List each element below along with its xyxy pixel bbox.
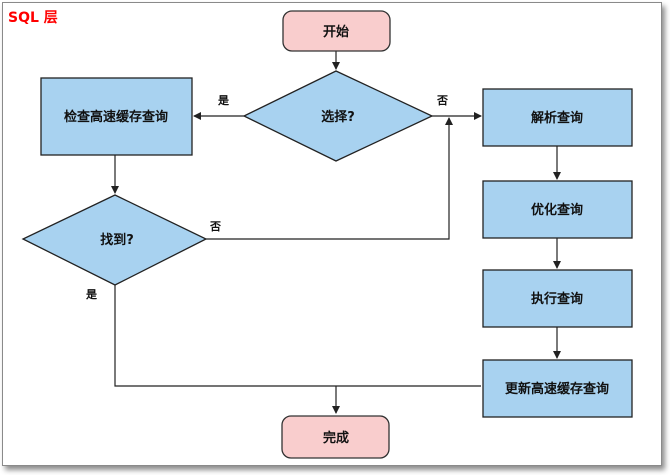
choose-decision: 选择?	[242, 70, 434, 162]
arrow-found-no-to-parse	[206, 117, 453, 240]
execute-label: 执行查询	[531, 291, 583, 307]
done-label: 完成	[323, 430, 349, 446]
line-found-yes-to-done	[114, 285, 481, 387]
update-cache-label: 更新高速缓存查询	[505, 381, 609, 397]
parse-node: 解析查询	[482, 88, 633, 147]
edge-label-choose-yes: 是	[217, 94, 230, 107]
done-node: 完成	[281, 415, 390, 459]
start-node: 开始	[282, 10, 391, 52]
choose-label: 选择?	[321, 109, 355, 125]
diagram-title: SQL 层	[8, 10, 58, 26]
start-label: 开始	[323, 24, 349, 40]
execute-node: 执行查询	[482, 269, 633, 328]
found-label: 找到?	[100, 232, 134, 248]
check-cache-node: 检查高速缓存查询	[40, 77, 193, 156]
found-decision: 找到?	[21, 194, 208, 286]
optimize-node: 优化查询	[482, 180, 633, 239]
optimize-label: 优化查询	[531, 202, 583, 218]
edge-label-choose-no: 否	[436, 94, 448, 107]
edge-label-found-yes: 是	[85, 288, 98, 301]
connectors	[111, 51, 561, 414]
parse-label: 解析查询	[530, 110, 583, 126]
edge-label-found-no: 否	[209, 220, 221, 233]
check-cache-label: 检查高速缓存查询	[64, 109, 168, 125]
update-cache-node: 更新高速缓存查询	[482, 359, 633, 418]
